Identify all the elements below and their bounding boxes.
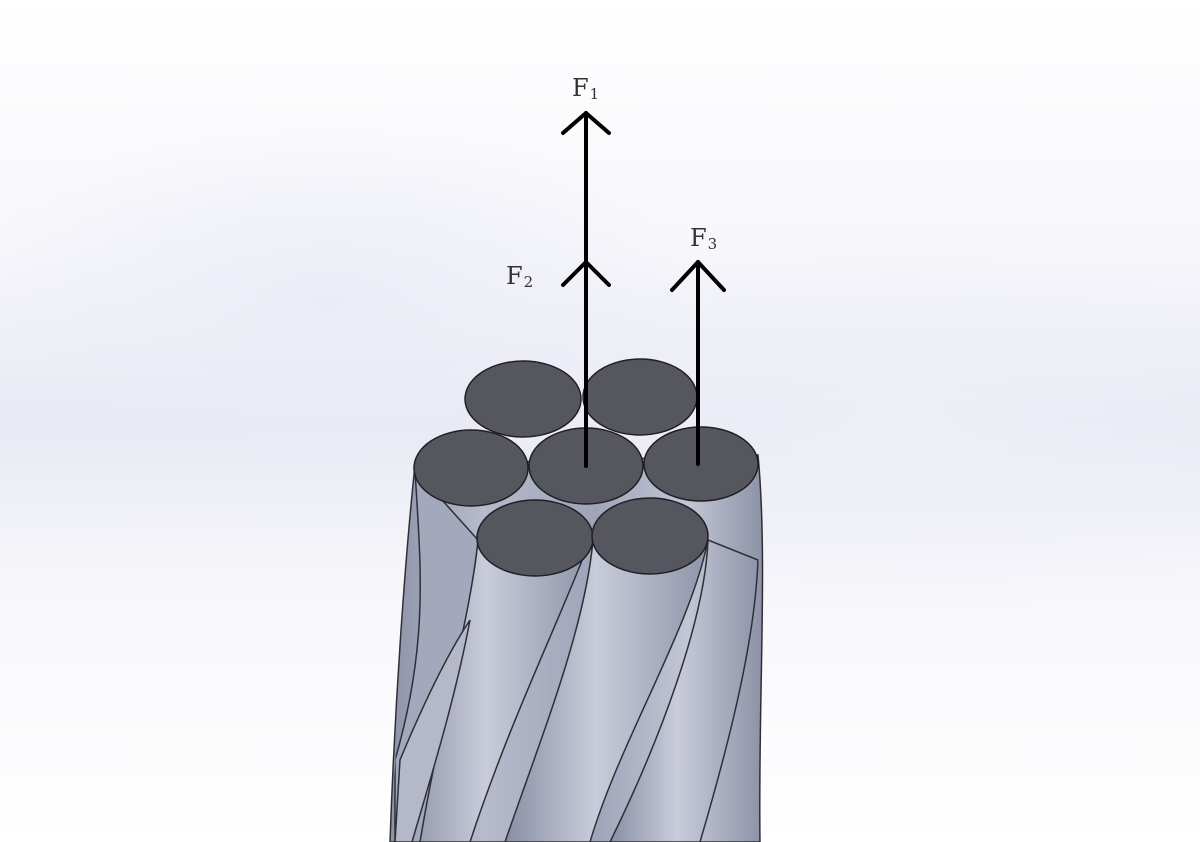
force-arrow-f1-head	[561, 111, 611, 135]
helical-wire	[608, 538, 759, 842]
force-arrow-f3-head	[670, 260, 726, 292]
wire-end-face	[582, 358, 698, 436]
wire-end-face	[413, 429, 529, 507]
wire-end-face	[643, 426, 759, 502]
wire-end-face	[464, 360, 582, 438]
force-label-f2: F2	[506, 262, 534, 291]
force-arrow-f2-head	[561, 260, 611, 287]
force-label-f1: F1	[572, 74, 600, 103]
wire-end-face	[591, 497, 709, 575]
force-label-f3: F3	[690, 224, 718, 253]
wire-end-face	[476, 499, 594, 577]
